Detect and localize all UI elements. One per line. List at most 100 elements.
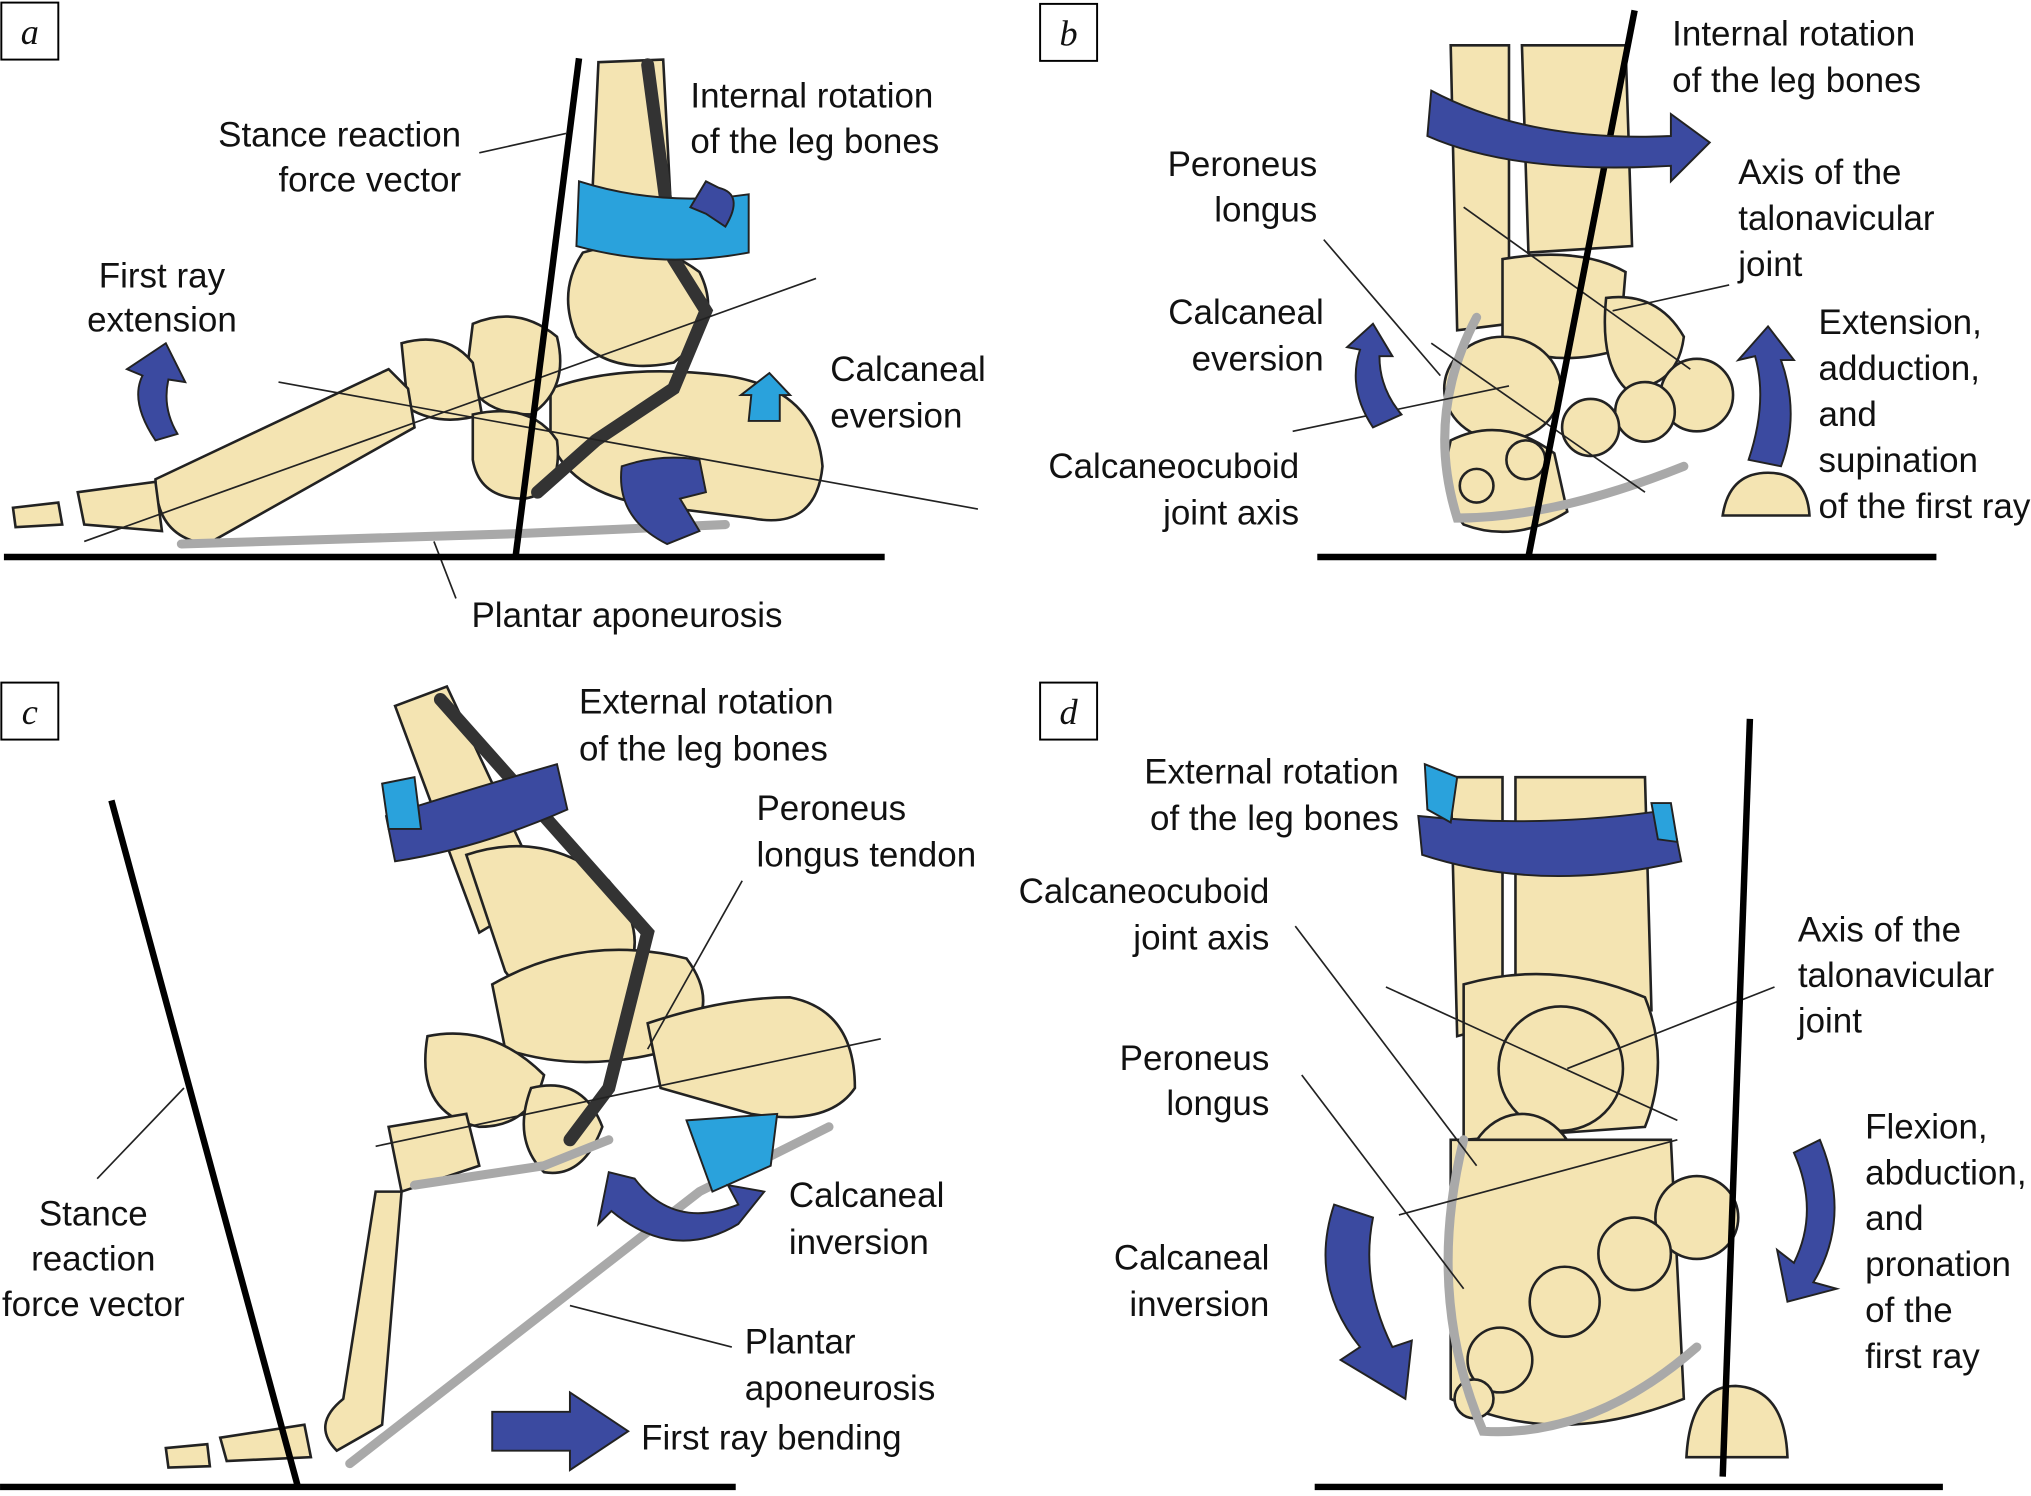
label-line: Calcaneocuboid [1019,872,1270,911]
label-line: Internal rotation [1672,14,1915,53]
label-c-first-ray: First ray bending [641,1418,901,1457]
label-line: of the leg bones [1672,61,1921,100]
calcaneal-eversion-arrow [1344,322,1404,429]
label-c-plantar: Plantar aponeurosis [745,1323,936,1409]
label-d-calcaneocuboid: Calcaneocuboid joint axis [1019,872,1270,958]
label-line: Peroneus [1120,1039,1270,1078]
label-line: Extension, [1819,303,1982,342]
label-line: of the first ray [1819,487,2031,526]
label-line: eversion [830,396,962,435]
calcaneal-inversion-arrow [596,1171,767,1242]
first-ray-bending-arrow [491,1390,630,1472]
label-line: joint axis [1132,918,1269,957]
label-b-calcaneocuboid: Calcaneocuboid joint axis [1048,447,1299,533]
label-a-rotation: Internal rotation of the leg bones [690,77,939,161]
panel-d [1039,681,1943,1491]
panel-letter-box [1039,681,1099,741]
label-line: talonavicular [1738,199,1935,238]
label-line: External rotation [579,683,834,722]
label-b-calcaneal: Calcaneal eversion [1168,293,1324,379]
stance-reaction-force-vector [108,799,302,1488]
label-b-rotation: Internal rotation of the leg bones [1672,14,1921,100]
rotation-arrowhead-icon [381,775,423,830]
label-line: Peroneus [1168,145,1318,184]
label-line: Flexion, [1865,1108,1987,1147]
label-line: First ray bending [641,1418,901,1457]
label-line: of the leg bones [690,122,939,161]
first-ray-extension-arrow [124,341,187,442]
label-a-plantar: Plantar aponeurosis [472,596,783,635]
label-line: adduction, [1819,349,1980,388]
label-line: of the leg bones [579,729,828,768]
panel-letter-a: a [21,12,39,52]
label-line: aponeurosis [745,1369,936,1408]
calcaneal-rotation-arrow [620,456,708,546]
panel-b [1039,2,1937,561]
stance-reaction-force-vector [512,57,583,558]
label-line: of the [1865,1291,1953,1330]
panel-a [0,1,979,599]
calcaneal-eversion-arrow [738,371,793,422]
label-line: Calcaneocuboid [1048,447,1299,486]
external-rotation-arrow [1417,808,1683,878]
label-line: force vector [278,161,461,200]
panel-letter-box [0,681,60,741]
panel-letter-c: c [22,692,38,732]
label-line: Calcaneal [1168,293,1324,332]
label-line: inversion [1129,1285,1269,1324]
label-c-stance-vector: Stance reaction force vector [2,1194,185,1324]
label-line: reaction [31,1240,155,1279]
rotation-arrowhead-icon [1423,762,1459,825]
label-line: First ray [99,257,226,296]
label-line: joint [1797,1001,1862,1040]
label-line: and [1865,1199,1923,1238]
label-line: of the leg bones [1150,799,1399,838]
label-line: Plantar [745,1323,856,1362]
panel-letter-b: b [1060,13,1078,53]
label-line: pronation [1865,1245,2011,1284]
label-line: longus [1166,1084,1269,1123]
label-line: eversion [1192,339,1324,378]
label-line: joint axis [1162,494,1299,533]
label-c-rotation: External rotation of the leg bones [579,683,834,769]
label-line: Peroneus [756,789,906,828]
label-line: force vector [2,1285,185,1324]
label-line: first ray [1865,1337,1980,1376]
panel-letter-box [0,1,60,61]
label-a-stance-vector: Stance reaction force vector [218,115,461,199]
external-rotation-arrow [384,762,569,863]
label-b-peroneus: Peroneus longus [1168,145,1318,229]
label-line: supination [1819,441,1978,480]
rotation-arrowhead-icon [688,180,735,229]
foot-bones-lateral-inverted [164,684,857,1469]
label-d-first-ray: Flexion, abduction, and pronation of the firs… [1865,1108,2026,1376]
label-line: Stance [39,1194,148,1233]
label-line: extension [87,301,237,340]
foot-bones-posterior [1440,44,1811,534]
label-a-calcaneal: Calcaneal eversion [830,350,986,436]
label-line: Calcaneal [830,350,986,389]
label-a-first-ray: First ray extension [87,257,237,340]
label-line: External rotation [1144,753,1399,792]
first-ray-pronation-arrow [1775,1138,1841,1303]
label-line: Axis of the [1738,153,1901,192]
label-line: longus [1214,190,1317,229]
stance-reaction-force-vector [1525,9,1638,558]
label-line: Plantar aponeurosis [472,596,783,635]
label-line: Internal rotation [690,77,933,116]
label-line: Calcaneal [789,1176,945,1215]
panel-letter-box [1039,2,1099,62]
calcaneal-inversion-arrow [1324,1203,1413,1401]
label-line: Stance reaction [218,115,461,154]
label-line: abduction, [1865,1153,2026,1192]
stance-reaction-force-vector [1719,718,1754,1477]
label-d-rotation: External rotation of the leg bones [1144,753,1399,839]
